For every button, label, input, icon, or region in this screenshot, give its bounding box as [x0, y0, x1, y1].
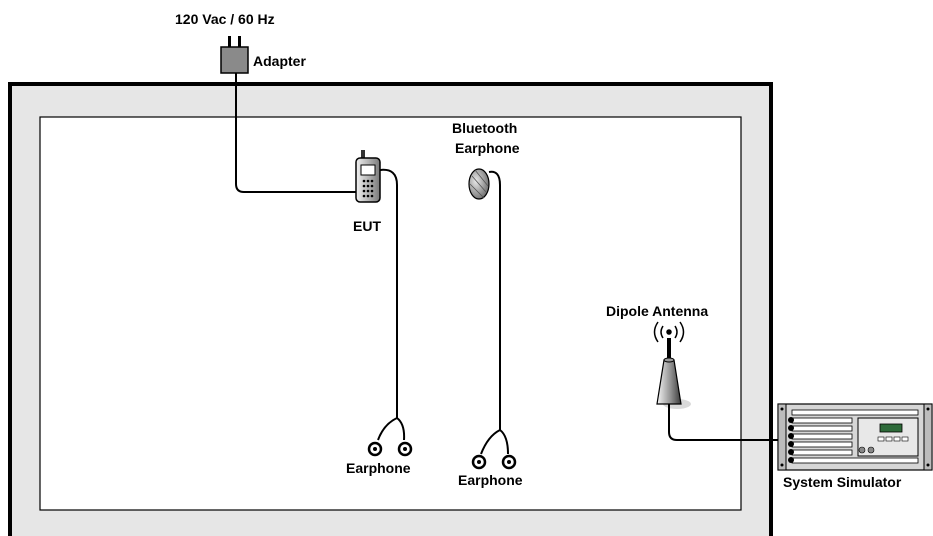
phone-icon — [355, 150, 381, 203]
antenna-icon — [656, 338, 691, 409]
earphone-icon — [471, 454, 517, 470]
adapter-label: Adapter — [253, 53, 306, 69]
earphone-right-label: Earphone — [458, 472, 523, 488]
bluetooth-earphone-cable — [480, 170, 509, 455]
system-simulator-icon — [777, 403, 933, 471]
dipole-antenna-label: Dipole Antenna — [606, 303, 708, 319]
eut-earphone-cable — [377, 168, 406, 441]
radio-waves-icon — [653, 321, 685, 343]
chamber-inner-area — [39, 116, 742, 511]
adapter-icon — [220, 46, 249, 74]
system-simulator-label: System Simulator — [783, 474, 902, 490]
antenna-cable — [668, 404, 790, 441]
bluetooth-label-line2: Earphone — [455, 140, 520, 156]
plug-icon — [228, 36, 241, 48]
eut-label: EUT — [353, 218, 381, 234]
bluetooth-label-line1: Bluetooth — [452, 120, 517, 136]
earphone-left-label: Earphone — [346, 460, 411, 476]
bluetooth-earphone-icon — [468, 168, 490, 200]
power-cable — [235, 73, 356, 193]
power-source-label: 120 Vac / 60 Hz — [175, 11, 275, 27]
earphone-icon — [367, 441, 413, 457]
